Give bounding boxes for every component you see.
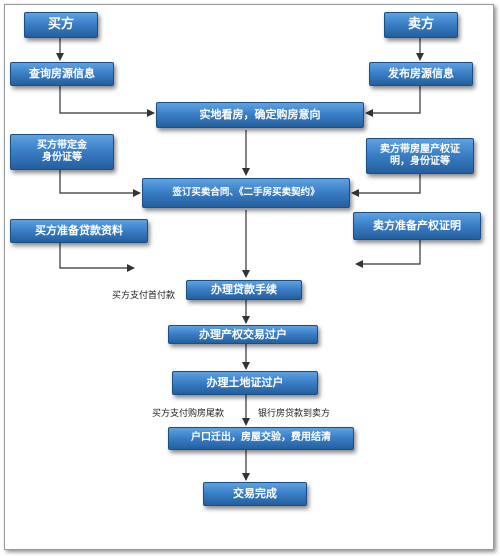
buyer-deposit-node: 买方带定金 身份证等 [10,134,114,170]
seller-cert-node: 卖方准备产权证明 [353,212,481,240]
bank-loan-label: 银行房贷款到卖方 [258,409,331,419]
buyer-loan-docs-node: 买方准备贷款资料 [10,219,148,243]
land-cert-node: 办理土地证过户 [172,371,318,395]
done-node: 交易完成 [203,482,307,506]
arrow-query-to-view [59,86,155,117]
settle-node: 户口迁出，房屋交验，费用结清 [168,427,354,450]
publish-listing-node: 发布房源信息 [369,62,473,86]
down-payment-label: 买方支付首付款 [112,291,176,301]
buyer-node: 买方 [24,12,98,38]
seller-docs-node: 卖方带房屋产权证 明，身份证等 [366,138,474,174]
balance-payment-label: 买方支付购房尾款 [152,409,225,419]
seller-docs-line2: 明，身份证等 [390,156,450,167]
buyer-deposit-line2: 身份证等 [42,152,82,163]
view-house-node: 实地看房，确定购房意向 [156,102,364,128]
arrow-loandocs-to-loan [59,243,135,272]
arrow-sellercert-to-loan [355,240,421,268]
sign-contract-node: 签订买卖合同、《二手房买卖契约》 [142,178,350,208]
transfer-title-node: 办理产权交易过户 [168,325,318,344]
arrow-publish-to-view [365,86,421,117]
seller-node: 卖方 [384,12,458,38]
seller-docs-line1: 卖方带房屋产权证 [380,143,460,155]
query-listing-node: 查询房源信息 [10,62,114,86]
arrow-deposit-to-sign [59,170,141,197]
arrow-sellerdocs-to-sign [351,174,421,197]
buyer-deposit-line1: 买方带定金 [37,139,87,151]
loan-process-node: 办理贷款手续 [186,280,302,300]
